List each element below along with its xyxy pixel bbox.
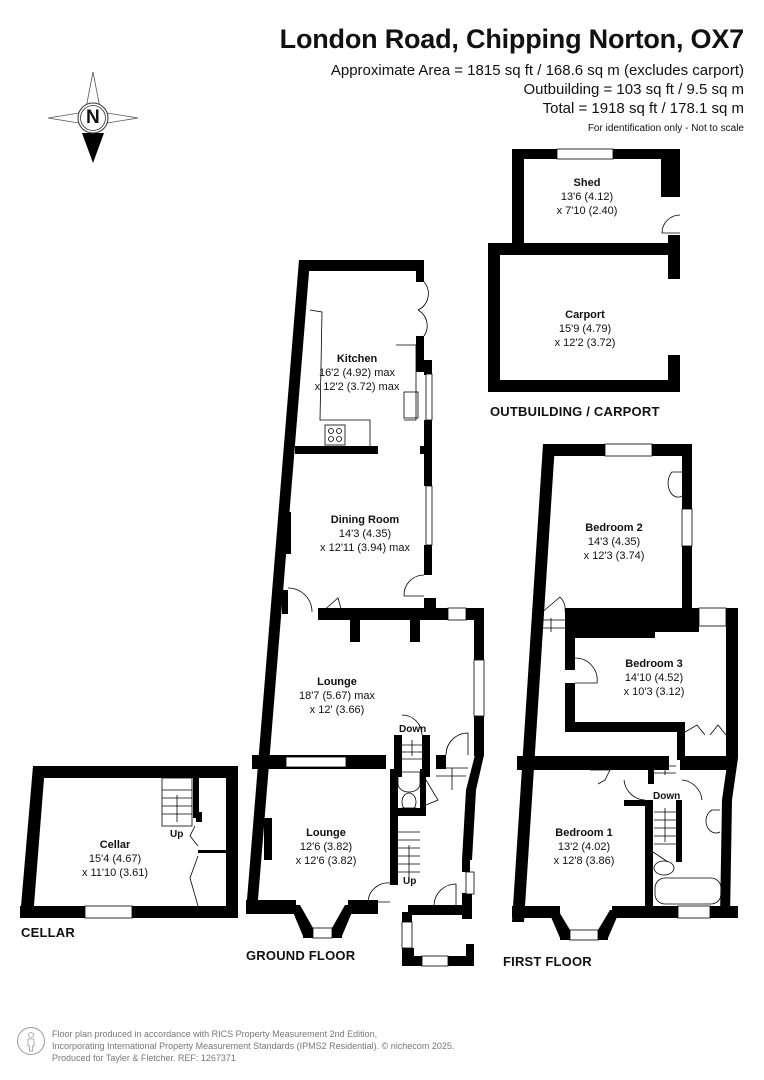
floor-label-cellar: CELLAR (21, 925, 75, 940)
room-dimension: x 12'2 (3.72) (554, 337, 616, 349)
room-dimension: 15'4 (4.67) (88, 853, 142, 865)
stair-label-down-first: Down (653, 791, 681, 802)
room-lounge-rear: Lounge 18'7 (5.67) max x 12' (3.66) (299, 675, 375, 717)
footer-line-1: Floor plan produced in accordance with R… (52, 1029, 378, 1039)
room-dimension: x 12'3 (3.74) (583, 550, 645, 562)
compass-north-icon (47, 71, 139, 163)
room-name: Dining Room (330, 514, 400, 526)
floor-label-outbuilding: OUTBUILDING / CARPORT (490, 404, 660, 419)
room-name: Cellar (99, 839, 131, 851)
room-dimension: 13'2 (4.02) (557, 841, 611, 853)
room-name: Lounge (317, 676, 357, 688)
room-dimension: x 10'3 (3.12) (623, 686, 685, 698)
room-dimension: 12'6 (3.82) (299, 841, 353, 853)
person-icon (17, 1027, 45, 1055)
room-dimension: x 7'10 (2.40) (556, 205, 618, 217)
room-name: Bedroom 1 (555, 827, 613, 839)
room-carport: Carport 15'9 (4.79) x 12'2 (3.72) (555, 308, 616, 350)
stair-label-down-ground: Down (399, 724, 427, 735)
room-dining-room: Dining Room 14'3 (4.35) x 12'11 (3.94) m… (320, 513, 410, 555)
room-bedroom-1: Bedroom 1 13'2 (4.02) x 12'8 (3.86) (554, 826, 615, 868)
room-dimension: x 11'10 (3.61) (81, 867, 149, 879)
room-dimension: 15'9 (4.79) (558, 323, 612, 335)
room-dimension: x 12'6 (3.82) (295, 855, 357, 867)
room-name: Kitchen (336, 353, 378, 365)
room-bedroom-3: Bedroom 3 14'10 (4.52) x 10'3 (3.12) (624, 657, 685, 699)
room-dimension: 14'10 (4.52) (624, 672, 684, 684)
stair-label-up-ground: Up (403, 876, 417, 887)
room-lounge-front: Lounge 12'6 (3.82) x 12'6 (3.82) (296, 826, 357, 868)
room-kitchen: Kitchen 16'2 (4.92) max x 12'2 (3.72) ma… (315, 352, 400, 394)
footer-line-3: Produced for Tayler & Fletcher. REF: 126… (52, 1053, 236, 1063)
room-cellar: Cellar 15'4 (4.67) x 11'10 (3.61) (82, 838, 148, 880)
footer-line-2: Incorporating International Property Mea… (52, 1041, 455, 1051)
room-dimension: x 12'8 (3.86) (553, 855, 615, 867)
total-area: Total = 1918 sq ft / 178.1 sq m (542, 100, 744, 117)
room-name: Bedroom 3 (625, 658, 683, 670)
approximate-area: Approximate Area = 1815 sq ft / 168.6 sq… (330, 62, 744, 79)
stair-label-up-cellar: Up (170, 829, 184, 840)
room-bedroom-2: Bedroom 2 14'3 (4.35) x 12'3 (3.74) (584, 521, 645, 563)
compass-n-label: N (86, 107, 100, 128)
room-name: Bedroom 2 (585, 522, 643, 534)
room-dimension: x 12'2 (3.72) max (314, 381, 400, 393)
outbuilding-area: Outbuilding = 103 sq ft / 9.5 sq m (523, 81, 744, 98)
room-shed: Shed 13'6 (4.12) x 7'10 (2.40) (557, 176, 618, 218)
disclaimer: For identification only - Not to scale (587, 123, 744, 134)
room-dimension: x 12' (3.66) (309, 704, 365, 716)
footer-credits: Floor plan produced in accordance with R… (52, 1028, 454, 1064)
floor-label-first: FIRST FLOOR (503, 954, 592, 969)
room-dimension: 13'6 (4.12) (560, 191, 614, 203)
room-name: Shed (573, 177, 601, 189)
room-dimension: 14'3 (4.35) (587, 536, 641, 548)
floor-label-ground: GROUND FLOOR (246, 948, 356, 963)
room-name: Carport (565, 309, 605, 321)
room-dimension: 16'2 (4.92) max (318, 367, 396, 379)
room-dimension: 14'3 (4.35) (338, 528, 392, 540)
page-title: London Road, Chipping Norton, OX7 (279, 24, 745, 54)
room-dimension: 18'7 (5.67) max (298, 690, 376, 702)
room-dimension: x 12'11 (3.94) max (320, 542, 410, 554)
room-name: Lounge (306, 827, 346, 839)
